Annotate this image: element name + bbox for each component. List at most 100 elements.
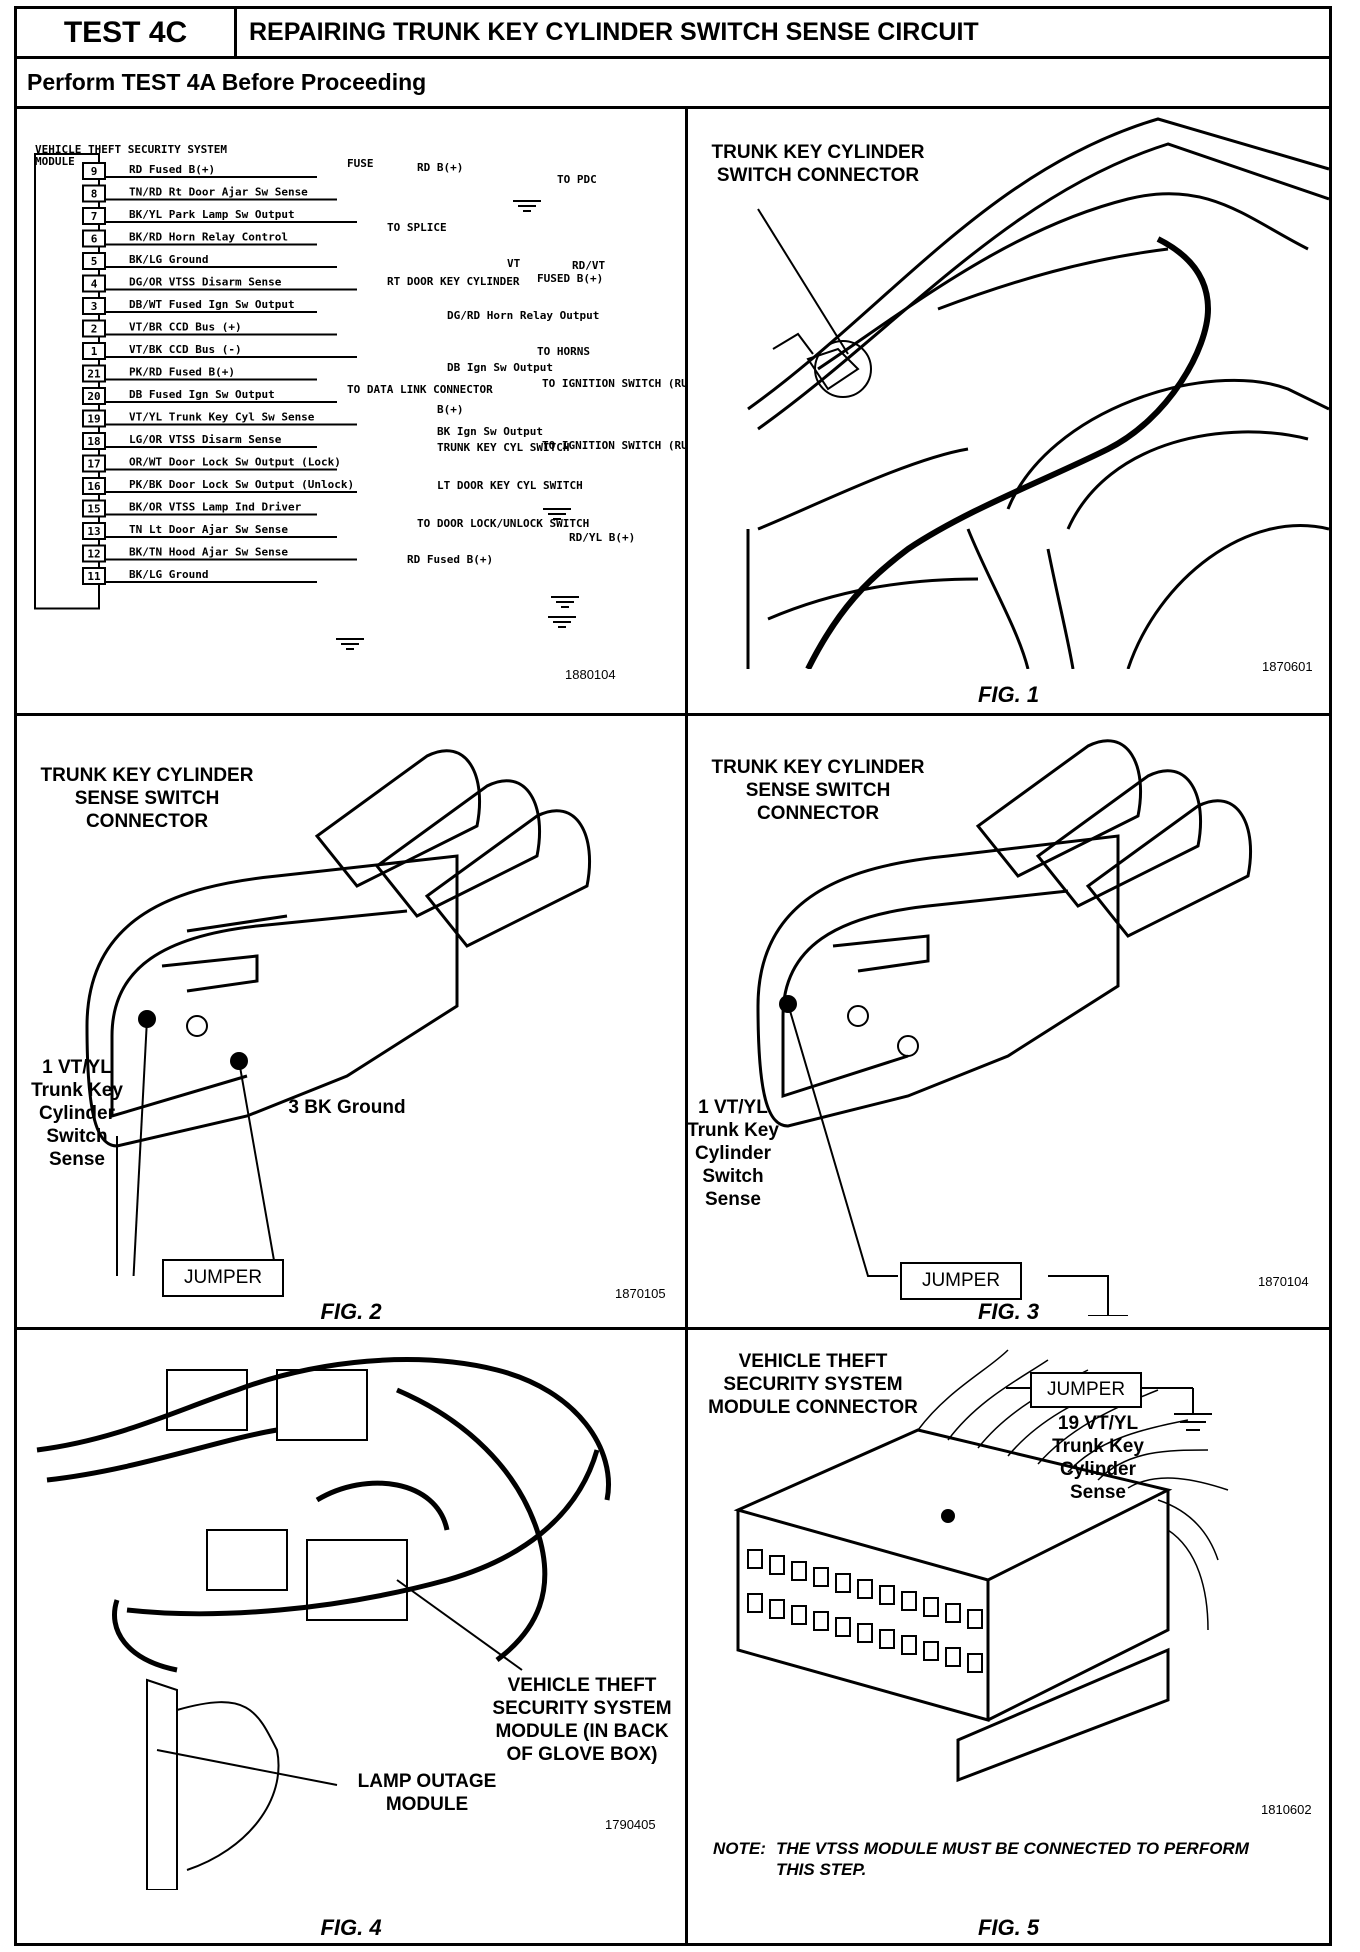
connector-cavity <box>967 1653 983 1673</box>
grid-divider-2 <box>17 1327 1329 1330</box>
pin-number: 12 <box>87 548 100 561</box>
schematic-annotation: DB Ign Sw Output <box>447 361 553 374</box>
fig2-panel: TRUNK KEY CYLINDER SENSE SWITCH CONNECTO… <box>17 716 685 1327</box>
schematic-annotation: RD/VT <box>572 259 605 272</box>
ground-symbol <box>336 638 364 650</box>
schematic-annotation: TO PDC <box>557 173 597 186</box>
connector-cavity <box>857 1623 873 1643</box>
module-connector-illustration <box>733 1349 1229 1783</box>
fig4-lamp-callout: LAMP OUTAGE MODULE <box>357 1771 497 1815</box>
pin-number: 15 <box>87 503 100 516</box>
pin-number: 16 <box>87 480 101 493</box>
connector-cavity <box>879 1629 895 1649</box>
pin-wire-label: BK/LG Ground <box>129 253 208 266</box>
pin-wire-label: DB Fused Ign Sw Output <box>129 388 275 401</box>
pin-box <box>82 319 106 338</box>
schematic-annotation: RD/YL B(+) <box>569 531 635 544</box>
connector-illustration-fig3 <box>756 739 1253 1316</box>
trunk-lid-illustration <box>746 117 1329 669</box>
connector-cavity <box>901 1635 917 1655</box>
connector-cavity <box>901 1591 917 1611</box>
pin-box <box>82 207 106 225</box>
pin-number: 4 <box>91 278 98 291</box>
fig2-pin3-label: 3 BK Ground <box>288 1097 406 1118</box>
fig4-code: 1790405 <box>605 1817 656 1832</box>
pin-box <box>82 499 106 518</box>
connector-cavity <box>747 1593 763 1613</box>
schematic-annotation: TO SPLICE <box>387 221 447 234</box>
pin-box <box>82 229 106 248</box>
fig1-label: FIG. 1 <box>977 682 1040 707</box>
pin-number: 13 <box>87 525 100 538</box>
fig3-pin1-label: 1 VT/YL Trunk Key Cylinder Switch Sense <box>687 1097 779 1210</box>
schematic-annotation: RT DOOR KEY CYLINDER <box>387 275 520 288</box>
schematic-annotation: TO DATA LINK CONNECTOR <box>347 383 493 396</box>
fig5-note: THE VTSS MODULE MUST BE CONNECTED TO PER… <box>776 1839 1249 1879</box>
pin-wire-label: VT/YL Trunk Key Cyl Sw Sense <box>129 411 315 424</box>
fig5-note-label: NOTE: <box>713 1839 766 1858</box>
connector-cavity <box>791 1561 807 1581</box>
ground-symbol <box>543 508 571 520</box>
connector-cavity <box>967 1609 983 1629</box>
connector-cavity <box>923 1597 939 1617</box>
fig2-callout: TRUNK KEY CYLINDER SENSE SWITCH CONNECTO… <box>40 765 254 832</box>
pin-wire-label: BK/RD Horn Relay Control <box>129 231 288 244</box>
pin-box <box>82 162 106 180</box>
pin-number: 20 <box>87 390 100 403</box>
connector-cavity <box>747 1549 763 1569</box>
fig2-pin1-label: 1 VT/YL Trunk Key Cylinder Switch Sense <box>31 1057 123 1170</box>
pin-row: 20 DB Fused Ign Sw Output <box>82 387 337 405</box>
schematic-annotation: TO IGNITION SWITCH (RUN/START) <box>542 377 685 390</box>
fig1-panel: TRUNK KEY CYLINDER SWITCH CONNECTOR 1870… <box>688 109 1329 713</box>
fig4-module-callout: VEHICLE THEFT SECURITY SYSTEM MODULE (IN… <box>492 1675 672 1765</box>
pin-wire-label: BK/TN Hood Ajar Sw Sense <box>129 546 288 559</box>
connector-cavity <box>835 1573 851 1593</box>
schematic-annotation: BK Ign Sw Output <box>437 425 543 438</box>
pin-box <box>82 184 106 203</box>
pin-wire-label: DG/OR VTSS Disarm Sense <box>129 276 282 289</box>
pin-number: 9 <box>91 165 98 178</box>
pin-row: 12 BK/TN Hood Ajar Sw Sense <box>82 544 357 563</box>
fig2-label: FIG. 2 <box>320 1299 382 1324</box>
schematic-annotation: DG/RD Horn Relay Output <box>447 309 599 322</box>
schematic-annotation: TRUNK KEY CYL SWITCH <box>437 441 569 454</box>
fig3-callout: TRUNK KEY CYLINDER SENSE SWITCH CONNECTO… <box>711 757 925 824</box>
pin-number: 21 <box>87 368 101 381</box>
fig5-label: FIG. 5 <box>977 1915 1040 1940</box>
pin-box <box>82 567 106 585</box>
fig3-code: 1870104 <box>1258 1274 1309 1289</box>
pin-box <box>82 454 106 473</box>
pin-box <box>82 274 106 293</box>
connector-cavity <box>945 1647 961 1667</box>
grid-divider-1 <box>17 713 1329 716</box>
pin-wire-label: TN Lt Door Ajar Sw Sense <box>129 523 288 536</box>
schematic-annotation: FUSE <box>347 157 374 170</box>
pin-number: 17 <box>87 458 100 471</box>
pin-wire-label: VT/BR CCD Bus (+) <box>129 321 242 334</box>
pin-box <box>82 342 106 360</box>
pin-box <box>82 387 106 405</box>
schematic-annotation: TO DOOR LOCK/UNLOCK SWITCH <box>417 517 589 530</box>
fig5-callout: VEHICLE THEFT SECURITY SYSTEM MODULE CON… <box>708 1351 918 1418</box>
pin-number: 19 <box>87 413 100 426</box>
schematic-annotation: VT <box>507 257 521 270</box>
pin-row: 19 VT/YL Trunk Key Cyl Sw Sense <box>82 409 357 428</box>
fig3-jumper: JUMPER <box>900 1262 1022 1300</box>
fig4-panel: VEHICLE THEFT SECURITY SYSTEM MODULE (IN… <box>17 1330 685 1943</box>
pin-row: 13 TN Lt Door Ajar Sw Sense <box>82 522 337 540</box>
page-title: REPAIRING TRUNK KEY CYLINDER SWITCH SENS… <box>237 9 1329 59</box>
pin-wire-label: BK/OR VTSS Lamp Ind Driver <box>129 501 302 514</box>
pin-number: 2 <box>91 323 98 336</box>
connector-cavity <box>857 1579 873 1599</box>
connector-cavity <box>769 1555 785 1575</box>
pin-wire-label: BK/YL Park Lamp Sw Output <box>129 208 295 221</box>
